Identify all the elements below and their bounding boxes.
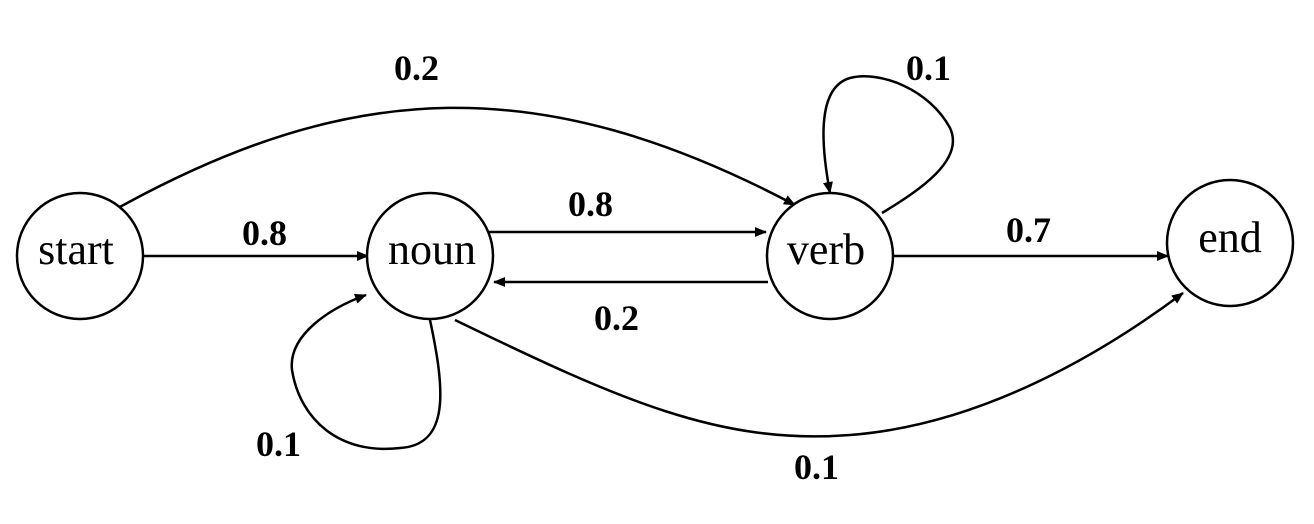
node-label-noun: noun: [388, 225, 476, 274]
edge-start-verb: [117, 106, 796, 210]
edge-label-noun-verb: 0.8: [568, 184, 613, 224]
edge-verb-self: [822, 75, 955, 215]
edge-label-start-noun: 0.8: [242, 213, 287, 253]
node-start: start: [15, 191, 145, 321]
node-end: end: [1165, 178, 1295, 308]
node-verb: verb: [765, 191, 895, 321]
edge-label-noun-self: 0.1: [256, 424, 301, 464]
edge-label-start-verb: 0.2: [394, 48, 439, 88]
node-noun: noun: [365, 191, 495, 321]
edge-label-verb-noun: 0.2: [594, 298, 639, 338]
node-label-verb: verb: [787, 225, 865, 274]
edge-noun-self: [290, 293, 442, 451]
node-label-end: end: [1198, 213, 1262, 262]
edge-noun-end: [454, 291, 1184, 438]
edge-label-verb-end: 0.7: [1006, 210, 1051, 250]
node-label-start: start: [38, 225, 114, 274]
edge-label-noun-end: 0.1: [794, 447, 839, 487]
edge-label-verb-self: 0.1: [906, 48, 951, 88]
